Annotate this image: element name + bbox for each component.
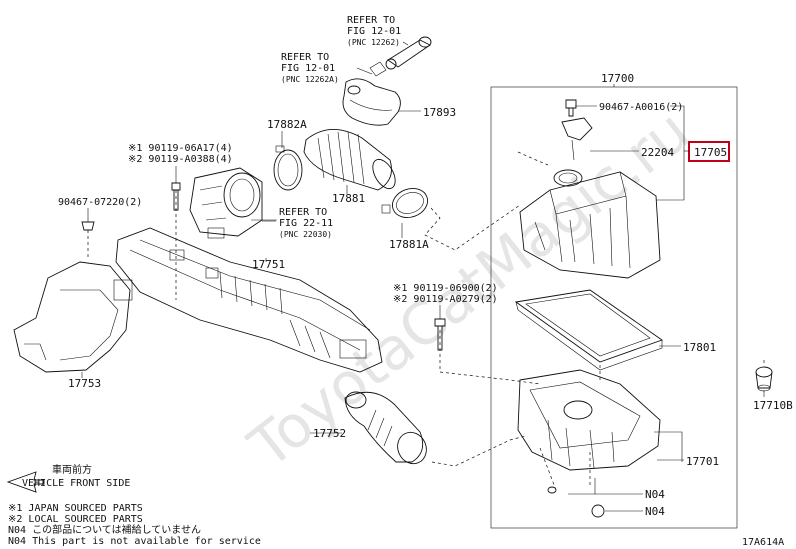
label-17710b[interactable]: 17710B xyxy=(753,399,793,412)
bolt-90119-lower xyxy=(434,318,446,351)
refer-c-line1: REFER TO xyxy=(279,207,327,218)
refer-b-line3: (PNC 12262A) xyxy=(281,75,339,84)
direction-jp-text: 車両前方 xyxy=(52,463,92,476)
air-cleaner-cover-drawing xyxy=(519,117,661,279)
label-22204[interactable]: 22204 xyxy=(641,146,674,159)
label-17801[interactable]: 17801 xyxy=(683,341,716,354)
refer-b-line1: REFER TO xyxy=(281,52,329,63)
note-japan-sourced: ※1 JAPAN SOURCED PARTS xyxy=(8,503,143,514)
clamp-17882a-drawing xyxy=(273,145,303,191)
refer-fig-12-01-b[interactable]: REFER TO FIG 12-01 (PNC 12262A) xyxy=(281,52,339,84)
label-90119-06900[interactable]: ※1 90119-06900(2) xyxy=(393,283,498,294)
label-17700[interactable]: 17700 xyxy=(601,72,634,85)
filter-element-17801-drawing xyxy=(514,289,663,371)
refer-a-line1: REFER TO xyxy=(347,15,395,26)
label-90119-a0279[interactable]: ※2 90119-A0279(2) xyxy=(393,294,498,305)
bolt-90119-upper xyxy=(171,182,181,211)
refer-fig-12-01-a[interactable]: REFER TO FIG 12-01 (PNC 12262) xyxy=(347,15,401,47)
label-17893[interactable]: 17893 xyxy=(423,106,456,119)
resonator-17893-drawing xyxy=(342,78,401,126)
dashed-connections xyxy=(87,151,765,491)
label-90119-06a17[interactable]: ※1 90119-06A17(4) xyxy=(128,143,233,154)
label-17701[interactable]: 17701 xyxy=(686,455,719,468)
leader-lines xyxy=(81,41,765,512)
hose-12262-drawing xyxy=(369,36,432,77)
label-17753[interactable]: 17753 xyxy=(68,377,101,390)
highlight-17705-box xyxy=(688,141,730,162)
label-n04-b: N04 xyxy=(645,505,665,518)
label-90467-a0016[interactable]: 90467-A0016(2) xyxy=(599,102,683,113)
grommet-17710b-drawing xyxy=(755,366,773,392)
label-17752[interactable]: 17752 xyxy=(313,427,346,440)
note-n04-jp: N04 この部品については補給していません xyxy=(8,523,201,536)
refer-c-line3: (PNC 22030) xyxy=(279,230,332,239)
refer-fig-22-11[interactable]: REFER TO FIG 22-11 (PNC 22030) xyxy=(279,207,333,239)
refer-b-line2: FIG 12-01 xyxy=(281,63,335,74)
label-90119-a0388[interactable]: ※2 90119-A0388(4) xyxy=(128,154,233,165)
refer-a-line3: (PNC 12262) xyxy=(347,38,400,47)
note-n04-en: N04 This part is not available for servi… xyxy=(8,536,261,547)
hose-17881-drawing xyxy=(303,129,396,191)
vehicle-front-arrow xyxy=(6,471,45,493)
label-17881a[interactable]: 17881A xyxy=(389,238,429,251)
figure-code: 17A614A xyxy=(742,537,784,548)
label-17751[interactable]: 17751 xyxy=(252,258,285,271)
duct-17753-drawing xyxy=(13,261,133,373)
note-local-sourced: ※2 LOCAL SOURCED PARTS xyxy=(8,514,143,525)
clip-90467-07220 xyxy=(81,221,95,231)
label-n04-a: N04 xyxy=(645,488,665,501)
label-17882a[interactable]: 17882A xyxy=(267,118,307,131)
clamp-17881a-drawing xyxy=(381,188,429,218)
throttle-body-drawing xyxy=(189,167,263,239)
label-17705[interactable]: 17705 xyxy=(694,146,727,159)
air-cleaner-case-drawing xyxy=(517,369,661,518)
direction-en-text: VEHICLE FRONT SIDE xyxy=(22,478,130,489)
hose-17752-drawing xyxy=(344,391,427,465)
intake-duct-17751-drawing xyxy=(115,227,383,373)
label-17881[interactable]: 17881 xyxy=(332,192,365,205)
refer-a-line2: FIG 12-01 xyxy=(347,26,401,37)
refer-c-line2: FIG 22-11 xyxy=(279,218,333,229)
label-90467-07220[interactable]: 90467-07220(2) xyxy=(58,197,142,208)
bolt-90467-a0016 xyxy=(565,99,577,117)
